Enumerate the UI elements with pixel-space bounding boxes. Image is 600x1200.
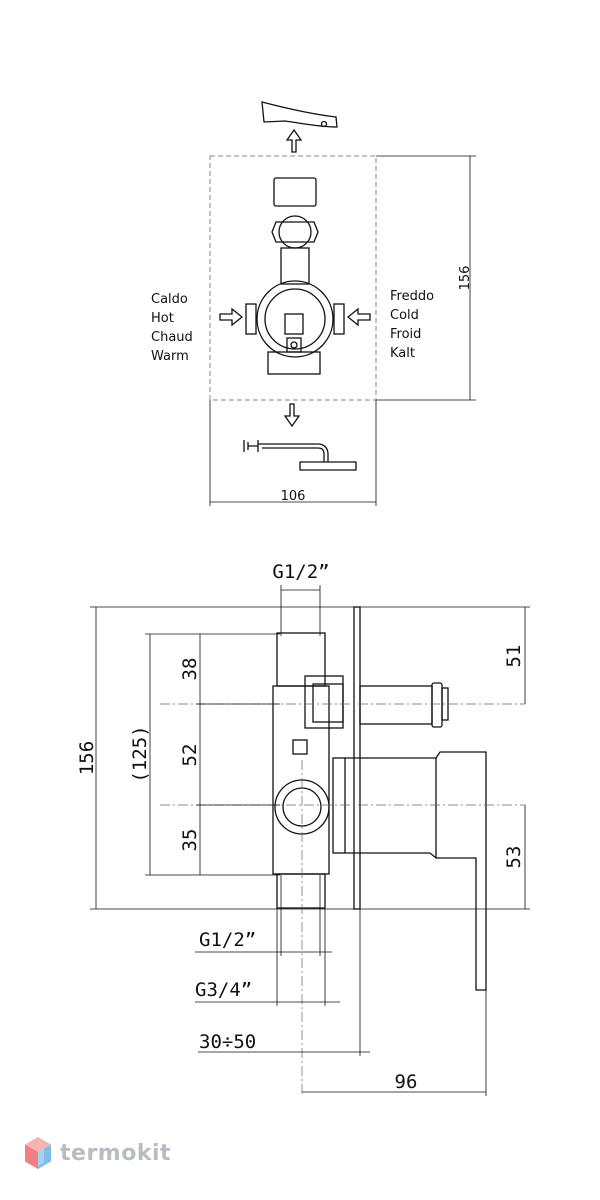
shower-outlet bbox=[243, 440, 357, 471]
lever-handle bbox=[345, 751, 487, 991]
brand-name: termokit bbox=[60, 1140, 172, 1166]
dim-a-label: 38 bbox=[179, 658, 201, 681]
arrow-left-icon bbox=[346, 307, 371, 327]
side-view bbox=[90, 585, 530, 1096]
dim-body-label: (125) bbox=[129, 725, 151, 782]
dim-b-label: 52 bbox=[179, 744, 201, 767]
hot-label-en: Hot bbox=[151, 311, 174, 326]
arrow-up-icon bbox=[285, 128, 303, 153]
dim-overall-label: 156 bbox=[76, 741, 98, 775]
dim-right-bottom-label: 53 bbox=[503, 846, 525, 869]
top-height-dim: 156 bbox=[458, 266, 473, 291]
cold-label-en: Cold bbox=[390, 308, 419, 323]
cold-label-it: Freddo bbox=[390, 289, 434, 304]
depth-handle-label: 96 bbox=[395, 1071, 418, 1093]
arrow-down-icon bbox=[283, 403, 301, 428]
spout-outlet bbox=[261, 101, 338, 128]
hot-label-de: Warm bbox=[151, 349, 189, 364]
thread-top-label: G1/2” bbox=[272, 561, 329, 583]
mixer-body bbox=[256, 280, 334, 358]
hot-label-it: Caldo bbox=[151, 292, 188, 307]
brand-logo: termokit bbox=[24, 1136, 171, 1170]
cold-label-fr: Froid bbox=[390, 327, 421, 342]
dashed-outline bbox=[209, 155, 377, 401]
dim-c-label: 35 bbox=[179, 829, 201, 852]
arrow-right-icon bbox=[219, 307, 244, 327]
top-width-dim: 106 bbox=[281, 489, 306, 504]
side-dimension-labels: G1/2” 156 (125) 38 52 35 51 53 G1/2” G3/… bbox=[76, 561, 525, 1093]
thread-mid-label: G1/2” bbox=[199, 929, 256, 951]
hot-labels: Caldo Hot Chaud Warm bbox=[151, 292, 193, 364]
depth-range-label: 30÷50 bbox=[199, 1031, 256, 1053]
dim-right-top-label: 51 bbox=[503, 645, 525, 668]
thread-low-label: G3/4” bbox=[195, 979, 252, 1001]
cold-labels: Freddo Cold Froid Kalt bbox=[390, 289, 434, 361]
diverter-knob bbox=[359, 685, 433, 725]
cold-label-de: Kalt bbox=[390, 346, 415, 361]
hot-label-fr: Chaud bbox=[151, 330, 193, 345]
top-view bbox=[209, 101, 476, 506]
hexagon-logo-icon bbox=[25, 1137, 51, 1169]
